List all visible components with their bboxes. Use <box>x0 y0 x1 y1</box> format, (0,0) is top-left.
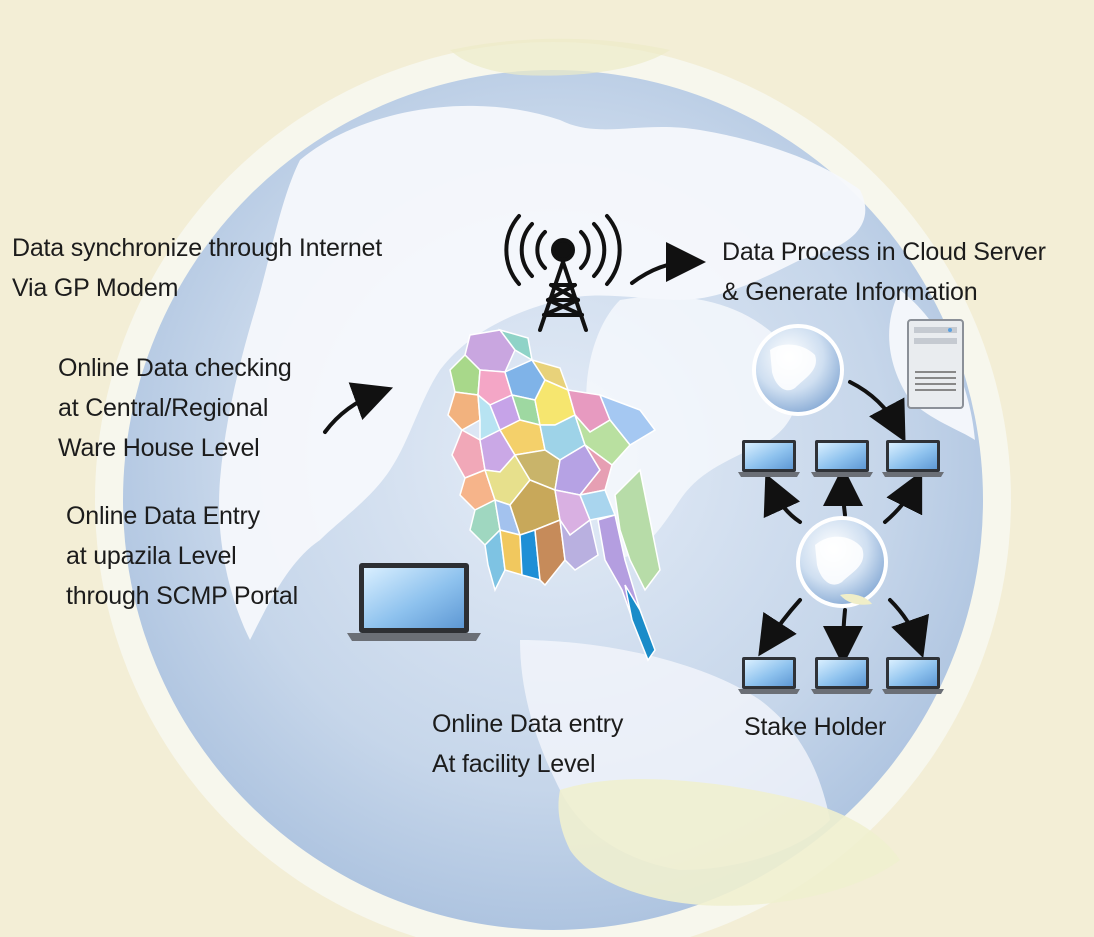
arrow-tower-to-cloud <box>630 242 706 285</box>
label-line: Online Data entry <box>432 710 624 738</box>
continent-yellow <box>558 779 900 906</box>
arrow-globe-to-laptop <box>848 380 906 443</box>
label-line: through SCMP Portal <box>66 582 298 610</box>
label-line: Online Data Entry <box>66 502 260 530</box>
label-line: & Generate Information <box>722 278 978 306</box>
district-map <box>447 328 661 662</box>
label-line: at upazila Level <box>66 542 237 570</box>
label-data-sync: Data synchronize through Internet Via GP… <box>12 228 382 308</box>
label-line: at Central/Regional <box>58 394 269 422</box>
label-online-checking: Online Data checking at Central/Regional… <box>58 348 292 468</box>
laptop-icon <box>882 657 944 694</box>
label-line: Data synchronize through Internet <box>12 234 383 262</box>
arrow-down-left <box>758 598 802 657</box>
arrow-checking-up <box>323 382 394 434</box>
globe-icon <box>796 516 888 608</box>
label-line: Ware House Level <box>58 434 260 462</box>
arrow-up-left <box>763 473 802 524</box>
laptop-icon <box>882 440 944 477</box>
label-line: Data Process in Cloud Server <box>722 238 1046 266</box>
arrow-up-center <box>823 466 864 517</box>
label-cloud-process: Data Process in Cloud Server & Generate … <box>722 232 1046 312</box>
continent-yellow-top <box>450 38 670 76</box>
flow-arrows <box>323 242 929 666</box>
server-icon <box>907 319 964 409</box>
laptop-icon <box>738 440 800 477</box>
globe-icon <box>752 324 844 416</box>
laptop-icon <box>347 563 481 641</box>
laptop-icon <box>811 657 873 694</box>
laptop-icon <box>738 657 800 694</box>
arrow-down-right <box>888 598 929 659</box>
label-upazila-entry: Online Data Entry at upazila Level throu… <box>66 496 298 616</box>
arrow-down-center <box>823 608 864 666</box>
arrow-up-right <box>883 470 923 524</box>
laptop-icon <box>811 440 873 477</box>
label-stakeholder: Stake Holder <box>744 713 887 741</box>
label-line: Online Data checking <box>58 354 292 382</box>
label-line: Via GP Modem <box>12 274 179 302</box>
radio-tower-icon <box>504 214 622 332</box>
label-facility-entry: Online Data entry At facility Level <box>432 704 623 784</box>
label-line: At facility Level <box>432 750 596 778</box>
